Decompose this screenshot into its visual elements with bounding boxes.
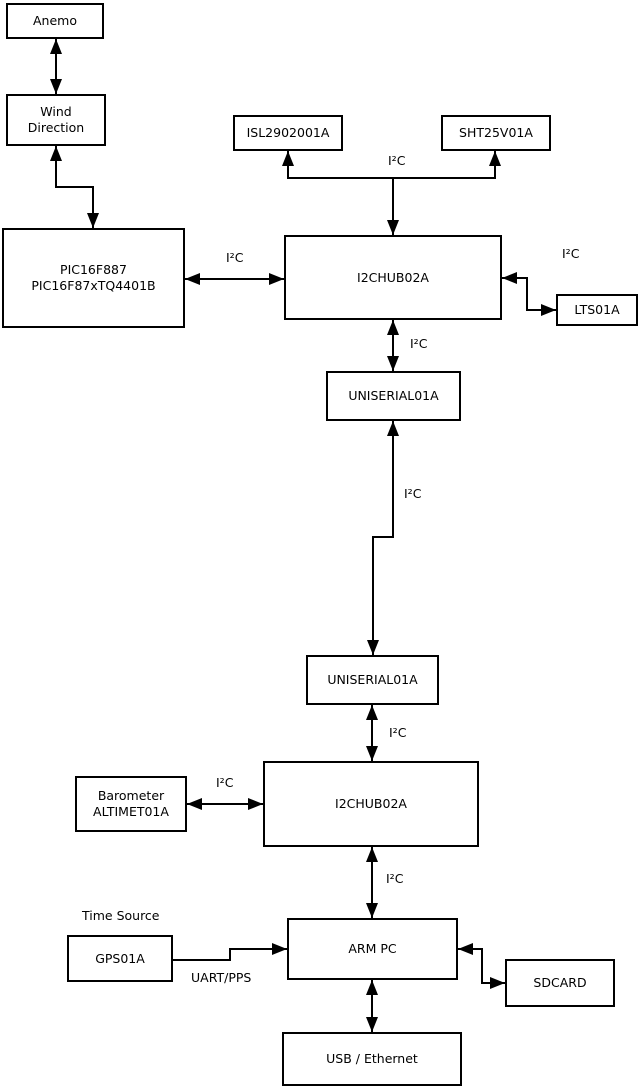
i2c-label-hub-lts: I²C <box>562 246 580 261</box>
i2c-label-uniserial-hub-lower: I²C <box>389 725 407 740</box>
node-lts01a: LTS01A <box>556 294 638 326</box>
i2c-label-pic-hub: I²C <box>226 250 244 265</box>
node-sdcard: SDCARD <box>505 959 615 1007</box>
edge-i2chub-upper-lts01a <box>502 272 556 316</box>
node-arm-pc: ARM PC <box>287 918 458 980</box>
edge-winddirection-pic <box>50 146 99 228</box>
edge-gps-armpc <box>173 943 287 961</box>
uart-pps-label: UART/PPS <box>191 970 252 985</box>
node-usb-ethernet: USB / Ethernet <box>282 1032 462 1086</box>
i2c-label-sensor-branch: I²C <box>388 153 406 168</box>
i2c-label-hub-armpc: I²C <box>386 871 404 886</box>
edge-uniserial-upper-uniserial-lower <box>367 421 399 655</box>
edge-armpc-sdcard <box>458 943 505 989</box>
node-i2chub02a-upper: I2CHUB02A <box>284 235 502 320</box>
node-anemo: Anemo <box>6 3 104 39</box>
node-i2chub02a-lower: I2CHUB02A <box>263 761 479 847</box>
i2c-label-hub-uniserial-upper: I²C <box>410 336 428 351</box>
edge-branch-isl-sht <box>282 151 501 179</box>
node-sht25v01a: SHT25V01A <box>441 115 551 151</box>
i2c-label-barometer-hub: I²C <box>216 775 234 790</box>
node-uniserial01a-lower: UNISERIAL01A <box>306 655 439 705</box>
node-gps01a: GPS01A <box>67 935 173 982</box>
node-wind-direction: Wind Direction <box>6 94 106 146</box>
time-source-label: Time Source <box>82 908 160 923</box>
node-barometer-altimet01a: Barometer ALTIMET01A <box>75 776 187 832</box>
i2c-label-uniserial-link: I²C <box>404 486 422 501</box>
node-uniserial01a-upper: UNISERIAL01A <box>326 371 461 421</box>
node-pic16f887: PIC16F887 PIC16F87xTQ4401B <box>2 228 185 328</box>
node-isl2902001a: ISL2902001A <box>233 115 343 151</box>
